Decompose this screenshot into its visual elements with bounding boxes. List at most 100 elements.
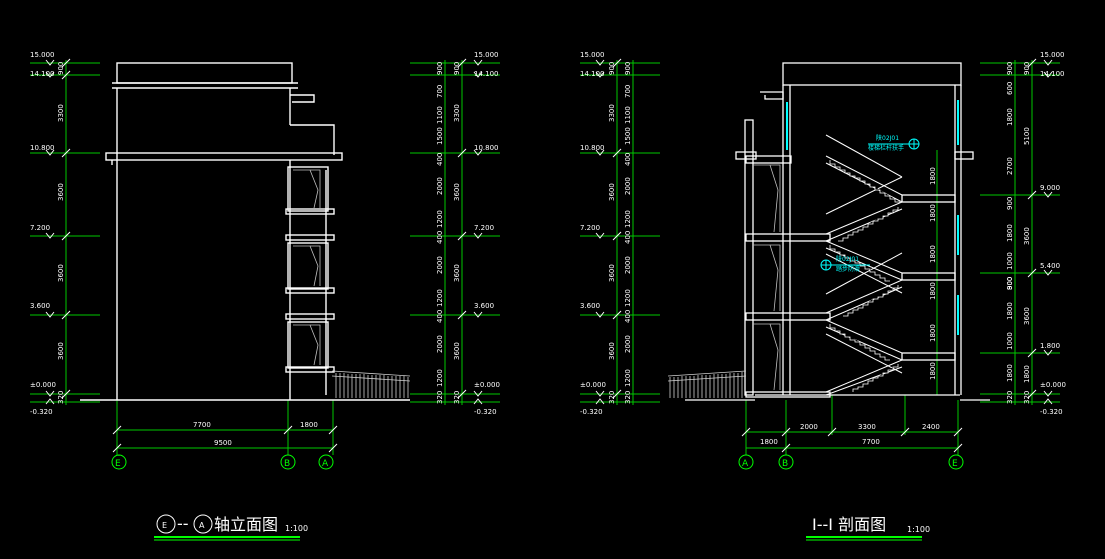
dim-label: 1800 [1006, 364, 1014, 382]
dim-label: 400 [436, 231, 444, 244]
dim-label: 1200 [436, 289, 444, 307]
dim-label: 600 [1006, 82, 1014, 95]
elev-label: 10.800 [474, 144, 499, 152]
axis-label: B [284, 459, 290, 469]
dim-label: 2000 [436, 335, 444, 353]
dim-label: 400 [436, 310, 444, 323]
stair-dim-label: 1800 [929, 324, 937, 342]
dim-label: 1800 [1006, 108, 1014, 126]
elev-label: 14.100 [30, 70, 55, 78]
elev-label: 14.100 [474, 70, 499, 78]
elev-label: ±0.000 [1040, 381, 1066, 389]
elev-label: 5.400 [1040, 262, 1060, 270]
elev-label: 10.800 [30, 144, 55, 152]
elev-label: 3.600 [580, 302, 600, 310]
dim-label: 1100 [436, 106, 444, 124]
dim-label: 900 [624, 62, 632, 75]
left-elevation-labels: 15.000 14.100 10.800 7.200 3.600 ±0.000 … [30, 51, 500, 469]
axis-label: B [782, 459, 788, 469]
dim-label: 320 [1023, 391, 1031, 404]
title-axis-from: E [162, 521, 167, 530]
dim-label: 2400 [922, 423, 940, 431]
dim-label: 3600 [57, 183, 65, 201]
dim-label: 3600 [1023, 227, 1031, 245]
dim-label: 1100 [624, 106, 632, 124]
dim-label: 1800 [1006, 224, 1014, 242]
stair-dim-label: 1800 [929, 282, 937, 300]
dim-label: 3600 [1023, 307, 1031, 325]
dim-label: 900 [608, 62, 616, 75]
elev-label: -0.320 [1040, 408, 1063, 416]
title-axis-to: A [199, 521, 205, 530]
drawing-scale: 1:100 [285, 524, 308, 533]
dim-label: 1800 [1023, 365, 1031, 383]
elev-label: 7.200 [474, 224, 494, 232]
dim-label: 700 [436, 85, 444, 98]
dim-label: 3600 [453, 342, 461, 360]
stair-dim-label: 1800 [929, 204, 937, 222]
axis-label: A [742, 459, 749, 469]
stair-dim-label: 1800 [929, 362, 937, 380]
dim-label: 400 [436, 153, 444, 166]
dim-label: 2000 [624, 177, 632, 195]
callout-ref: 陕02J01 [876, 134, 899, 142]
dim-label: 3300 [608, 104, 616, 122]
dim-label: 3600 [57, 342, 65, 360]
dim-label: 3600 [453, 183, 461, 201]
left-title: E -- A 轴立面图 1:100 [154, 514, 308, 541]
elev-label: -0.320 [30, 408, 53, 416]
elev-label: -0.320 [580, 408, 603, 416]
stair-dim-label: 1800 [929, 245, 937, 263]
elev-label: 15.000 [30, 51, 55, 59]
dim-label: 9500 [214, 439, 232, 447]
dim-label: 5100 [1023, 127, 1031, 145]
dim-label: 1800 [1006, 302, 1014, 320]
dim-label: 3300 [57, 104, 65, 122]
dim-label: 900 [57, 62, 65, 75]
dim-label: 2000 [800, 423, 818, 431]
elev-label: 1.800 [1040, 342, 1060, 350]
elev-label: -0.320 [474, 408, 497, 416]
dim-label: 7700 [862, 438, 880, 446]
elev-label: 10.800 [580, 144, 605, 152]
dim-label: 1500 [624, 127, 632, 145]
dim-label: 1200 [624, 369, 632, 387]
dim-label: 400 [624, 310, 632, 323]
dim-label: 320 [57, 391, 65, 404]
callout-note: 踏步防滑 [836, 265, 860, 273]
dim-label: 320 [608, 391, 616, 404]
dim-label: 400 [624, 153, 632, 166]
dim-label: 3600 [608, 342, 616, 360]
dim-label: 900 [1006, 197, 1014, 210]
dim-label: 800 [1006, 277, 1014, 290]
drawing-title: I--I 剖面图 [812, 515, 886, 534]
dim-label: 900 [436, 62, 444, 75]
dim-label: 320 [436, 391, 444, 404]
stair-dim-label: 1800 [929, 167, 937, 185]
dim-label: 900 [453, 62, 461, 75]
dim-label: 1000 [1006, 332, 1014, 350]
elev-label: ±0.000 [474, 381, 500, 389]
right-title: I--I 剖面图 1:100 [806, 515, 930, 541]
dim-label: 320 [624, 391, 632, 404]
dim-label: 3300 [858, 423, 876, 431]
dim-label: 1200 [436, 369, 444, 387]
title-separator: -- [177, 514, 189, 533]
dim-label: 320 [453, 391, 461, 404]
axis-label: E [952, 459, 958, 469]
dim-label: 1200 [436, 210, 444, 228]
right-section-labels: 15.000 14.100 10.800 7.200 3.600 ±0.000 … [580, 51, 1066, 469]
dim-label: 1200 [624, 289, 632, 307]
elev-label: 3.600 [30, 302, 50, 310]
elev-label: 3.600 [474, 302, 494, 310]
left-elevation [30, 58, 500, 470]
dim-label: 1800 [760, 438, 778, 446]
axis-label: E [115, 459, 121, 469]
dim-label: 1000 [1006, 252, 1014, 270]
elev-label: 15.000 [1040, 51, 1065, 59]
right-section [580, 58, 1060, 470]
drawing-title: 轴立面图 [214, 515, 278, 534]
callout-note: 楼梯栏杆扶手 [868, 144, 904, 152]
dim-label: 320 [1006, 391, 1014, 404]
